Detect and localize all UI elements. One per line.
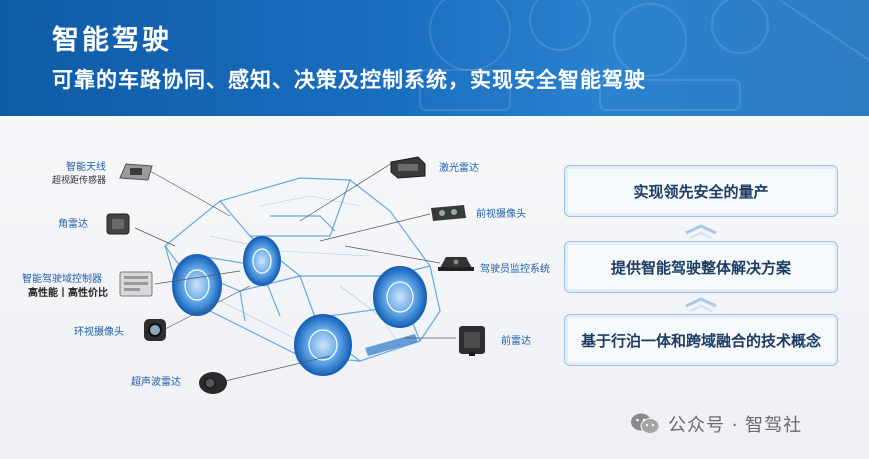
label-front-camera: 前视摄像头	[476, 209, 526, 220]
corner-radar-icon	[104, 211, 134, 241]
domain-controller-icon	[118, 268, 156, 304]
label-ultrasonic-radar: 超声波雷达	[131, 377, 181, 388]
lidar-icon	[388, 154, 428, 184]
label-front-radar: 前雷达	[501, 336, 531, 347]
panel-technology: 基于行泊一体和跨域融合的技术概念	[564, 314, 838, 366]
label-surround-camera: 环视摄像头	[74, 327, 124, 338]
label-antenna-sub: 超视距传感器	[52, 176, 107, 186]
panel-solution-text: 提供智能驾驶整体解决方案	[610, 258, 791, 277]
header-banner: 智能驾驶 可靠的车路协同、感知、决策及控制系统，实现安全智能驾驶	[0, 0, 869, 116]
label-lidar: 激光雷达	[439, 163, 479, 174]
label-domain-controller-sub: 高性能丨高性价比	[28, 288, 108, 299]
label-driver-monitor: 驾驶员监控系统	[480, 264, 550, 275]
label-antenna: 智能天线	[66, 162, 106, 173]
page-subtitle: 可靠的车路协同、感知、决策及控制系统，实现安全智能驾驶	[52, 68, 646, 92]
panel-mass-production-text: 实现领先安全的量产	[633, 182, 769, 201]
dashboard-background-graphic	[419, 0, 869, 111]
watermark-text: 公众号 · 智驾社	[668, 415, 803, 436]
front-camera-icon	[428, 202, 468, 228]
wechat-icon	[631, 413, 660, 434]
watermark: 公众号 · 智驾社	[630, 409, 802, 439]
panel-solution: 提供智能驾驶整体解决方案	[564, 241, 838, 293]
label-corner-radar: 角雷达	[58, 219, 88, 230]
driver-monitor-icon	[436, 252, 476, 278]
front-radar-icon	[456, 323, 490, 361]
panel-technology-text: 基于行泊一体和跨域融合的技术概念	[580, 331, 821, 350]
car-wireframe-illustration	[134, 162, 456, 382]
antenna-icon	[118, 160, 154, 186]
chevron-up-icon	[685, 224, 717, 239]
content-area: 智能天线 超视距传感器 角雷达 智能驾驶域控制器 高性能丨高性价比 环视摄像头 …	[0, 116, 869, 459]
page-title: 智能驾驶	[52, 25, 172, 56]
surround-camera-icon	[141, 316, 169, 348]
chevron-up-icon	[685, 297, 717, 312]
ultrasonic-radar-icon	[196, 369, 230, 401]
panel-mass-production: 实现领先安全的量产	[564, 165, 838, 217]
label-domain-controller: 智能驾驶域控制器	[22, 274, 102, 285]
